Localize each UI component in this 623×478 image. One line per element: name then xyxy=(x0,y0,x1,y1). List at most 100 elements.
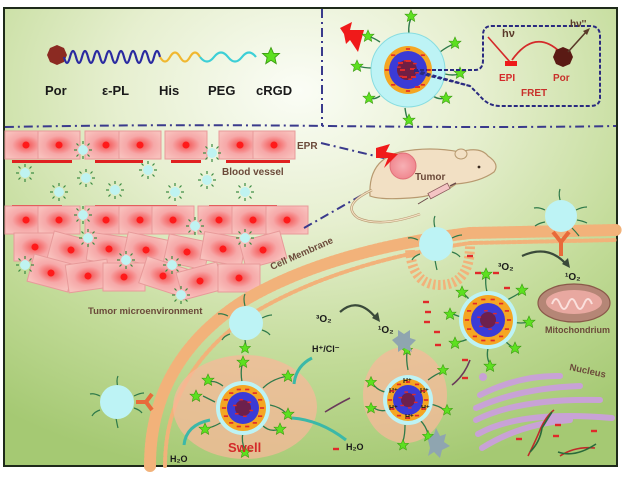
his-chain xyxy=(159,51,201,63)
epi-molecule-icon xyxy=(396,383,402,386)
swell-label: Swell xyxy=(228,440,261,455)
epi-molecule-icon xyxy=(420,83,425,86)
epi-molecule-icon xyxy=(495,322,499,324)
epi-molecule-icon xyxy=(398,396,403,399)
legend-label-por: Por xyxy=(45,83,67,98)
epi-molecule-icon xyxy=(252,422,257,424)
epi-molecule-icon xyxy=(390,390,395,392)
epi-molecule-icon xyxy=(490,298,495,301)
epi-molecule-icon xyxy=(396,414,402,417)
epi-molecule-icon xyxy=(405,90,411,92)
h2o-label-right: H₂O xyxy=(346,442,364,452)
epi-molecule-icon xyxy=(504,328,509,330)
epi-molecule-icon xyxy=(221,407,227,409)
epi-molecule-icon xyxy=(245,425,250,428)
receptor-np-right xyxy=(533,188,588,256)
fret-callout-box xyxy=(413,25,601,107)
fret-panel: hν hν'' EPI Por FRET xyxy=(340,9,601,126)
endocytic-vesicle xyxy=(405,244,475,291)
hv-out-label: hν'' xyxy=(570,19,586,30)
epi-molecule-icon xyxy=(499,335,504,338)
epi-molecule-icon xyxy=(414,383,420,386)
damaged-organelle-icon xyxy=(392,330,416,352)
incident-light-arrow xyxy=(487,36,511,63)
epi-molecule-icon xyxy=(252,392,257,394)
syringe-icon xyxy=(417,182,457,205)
legend-label-his: His xyxy=(159,83,179,98)
epi-molecule-icon xyxy=(467,328,472,330)
light-bolt-icon xyxy=(340,22,364,52)
epi-molecule-icon xyxy=(421,408,426,410)
np-entering-vesicle xyxy=(407,215,463,271)
epi-molecule-icon xyxy=(239,398,243,401)
triplet-oxygen-label: ³O₂ xyxy=(316,314,332,325)
swelling-endosome: Swell H₂O H₂O H⁺/Cl⁻ xyxy=(170,344,364,464)
protonated-endosome: H⁺ H⁺ H⁺ H⁺ H⁺ H⁺ xyxy=(363,330,453,458)
epi-molecule-icon xyxy=(399,75,403,78)
epi-molecule-icon xyxy=(464,319,470,321)
epi-molecule-icon xyxy=(258,415,263,418)
tumor-site xyxy=(389,152,417,180)
epi-molecule-icon xyxy=(405,48,411,50)
water-influx-arrow xyxy=(182,418,211,446)
epi-molecule-icon xyxy=(488,328,492,330)
epi-molecule-icon xyxy=(481,298,486,301)
light-bolt-icon xyxy=(376,144,398,168)
release-arrow xyxy=(451,359,471,386)
legend-label-peg: PEG xyxy=(208,83,235,98)
epr-label: EPR xyxy=(297,141,318,152)
epi-molecule-icon xyxy=(467,310,472,312)
epi-molecule-icon xyxy=(405,417,411,419)
receptor-icon xyxy=(136,392,154,412)
singlet-oxygen-label: ¹O₂ xyxy=(378,325,394,336)
epl-chain xyxy=(62,49,162,65)
blood-vessel-label: Blood vessel xyxy=(222,167,284,178)
epi-molecule-icon xyxy=(259,407,265,409)
epi-molecule-icon xyxy=(236,425,241,428)
epi-molecule-icon xyxy=(472,335,477,338)
epi-molecule-icon xyxy=(387,399,393,401)
epi-molecule-icon xyxy=(472,302,477,305)
epi-molecule-icon xyxy=(397,66,401,68)
mitochondrion-label: Mitochondrium xyxy=(545,325,610,335)
epi-molecule-icon xyxy=(413,401,418,404)
hcl-label: H⁺/Cl⁻ xyxy=(312,344,340,354)
blood-vessel-wall-bottom xyxy=(4,205,309,235)
dna-helix-icon xyxy=(527,409,597,457)
receptor-np-left xyxy=(89,375,154,429)
emission-arrow xyxy=(567,31,587,53)
epi-molecule-icon xyxy=(423,399,429,401)
epi-molecule-icon xyxy=(481,339,486,342)
mitochondrion: Mitochondrium xyxy=(537,283,611,335)
epi-molecule-icon xyxy=(234,413,239,415)
mouse-illustration: Tumor xyxy=(350,144,497,224)
epi-molecule-icon xyxy=(408,78,412,80)
epi-molecule-icon xyxy=(391,83,396,86)
tumor-label: Tumor xyxy=(415,172,445,183)
hv-in-label: hν xyxy=(502,28,515,40)
epi-molecule-icon xyxy=(384,69,390,71)
epi-molecule-icon xyxy=(249,409,253,412)
epi-molecule-icon xyxy=(229,422,234,424)
epi-molecule-icon xyxy=(229,392,234,394)
epi-donor-icon xyxy=(505,61,517,66)
legend-label-epl: ε-PL xyxy=(102,83,129,98)
por-label: Por xyxy=(553,73,570,84)
released-nanoparticle xyxy=(423,254,536,380)
ros-generation-right: ³O₂ ¹O₂ xyxy=(498,250,581,283)
epi-molecule-icon xyxy=(421,390,426,392)
epi-molecule-icon xyxy=(499,302,504,305)
epi-molecule-icon xyxy=(408,407,412,409)
epi-molecule-icon xyxy=(413,62,417,65)
nanoparticle-fret xyxy=(350,9,467,126)
ros-generation-left: ³O₂ ¹O₂ xyxy=(316,304,394,336)
h2o-label-left: H₂O xyxy=(170,454,188,464)
epi-molecule-icon xyxy=(414,414,420,417)
epi-molecule-icon xyxy=(247,401,252,403)
epi-molecule-icon xyxy=(484,310,488,312)
blood-vessel-wall-top xyxy=(4,130,296,163)
epi-molecule-icon xyxy=(400,404,404,407)
epi-molecule-icon xyxy=(493,312,497,315)
